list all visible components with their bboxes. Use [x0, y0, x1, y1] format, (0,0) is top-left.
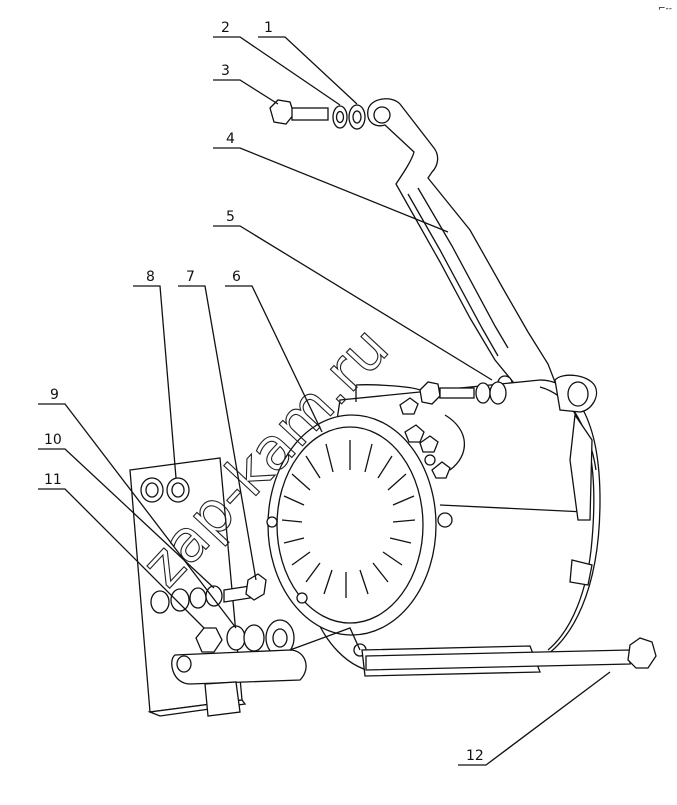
callout-labels: 1 2 3 4 5 6 7 8 9 10 11 12 [44, 20, 484, 764]
mounting-plate [129, 457, 361, 717]
callout-12: 12 [466, 748, 484, 764]
callout-2: 2 [221, 20, 230, 36]
callout-4: 4 [226, 131, 235, 147]
callout-1: 1 [264, 20, 273, 36]
callout-10: 10 [44, 432, 62, 448]
top-bolt-assembly [269, 99, 366, 130]
callout-6: 6 [232, 269, 241, 285]
long-mounting-bolt [365, 637, 657, 671]
callout-9: 9 [50, 387, 59, 403]
callout-11: 11 [44, 472, 62, 488]
terminal-studs [399, 397, 451, 479]
callout-8: 8 [146, 269, 155, 285]
pivot-bolt [355, 381, 507, 405]
callout-3: 3 [221, 63, 230, 79]
leader-lines [38, 36, 611, 766]
tension-bracket [367, 98, 556, 393]
callout-5: 5 [226, 209, 235, 225]
callout-7: 7 [186, 269, 195, 285]
corner-mark: ⌐-- [658, 4, 672, 14]
cooling-vent-slots [281, 440, 416, 598]
